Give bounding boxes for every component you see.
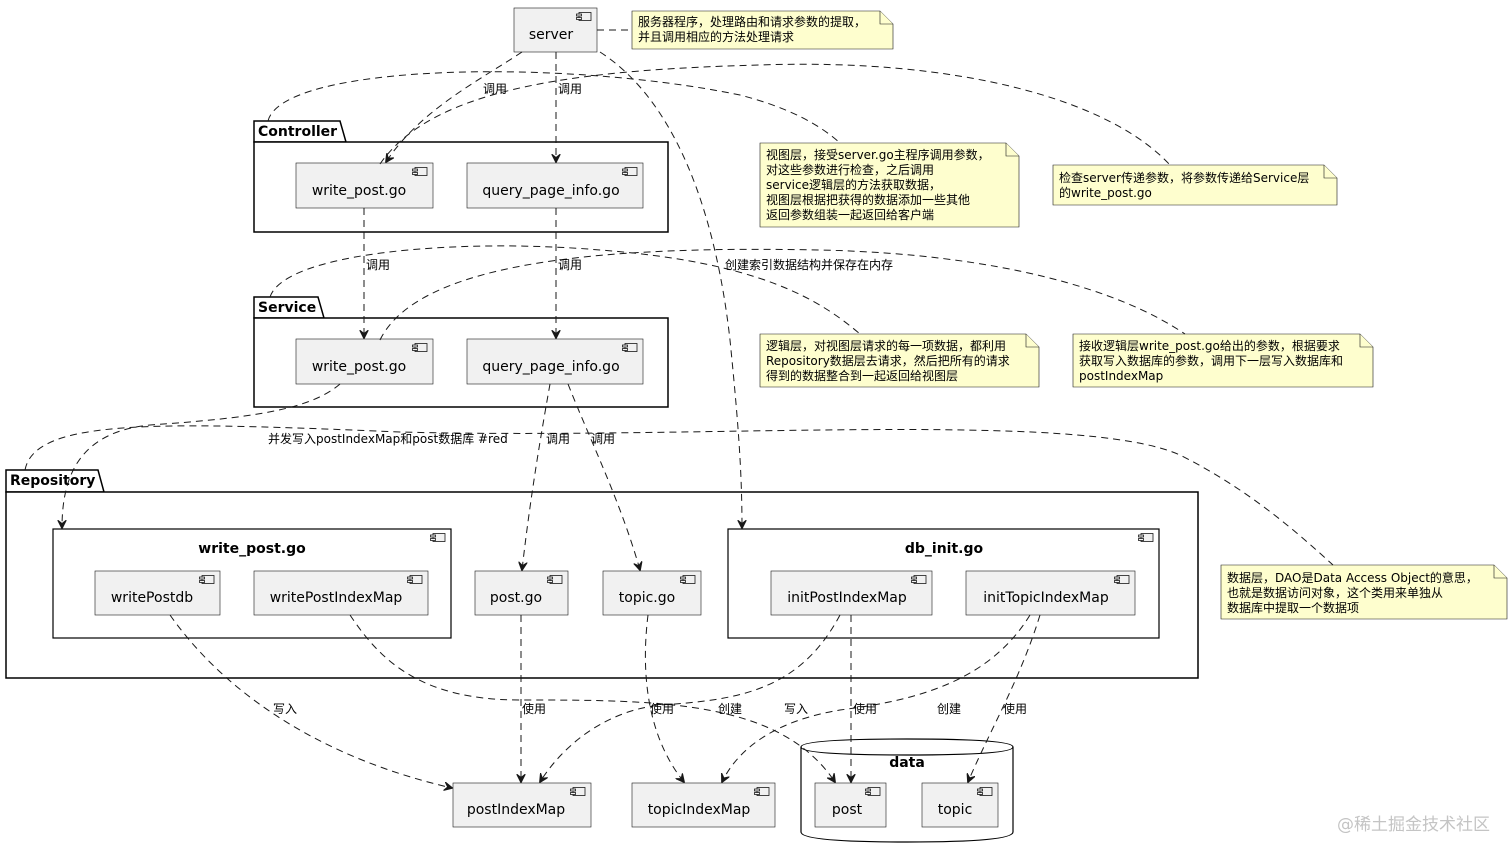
component-topic-index-map: topicIndexMap	[631, 782, 776, 828]
edge-topicgo-to-topicindexmap	[644, 614, 684, 782]
component-write-postdb: writePostdb	[94, 570, 221, 616]
component-svc-query-page-info: query_page_info.go	[466, 338, 644, 385]
note-service: 逻辑层，对视图层请求的每一项数据，都利用 Repository数据层去请求，然后…	[759, 333, 1040, 388]
package-controller-title: Controller	[258, 124, 337, 140]
edge-label-writepostindexmap-to-post: 写入	[784, 702, 808, 716]
component-post-go: post.go	[474, 570, 569, 616]
note-service-write: 接收逻辑层write_post.go给出的参数，根据要求 获取写入数据库的参数，…	[1072, 333, 1374, 388]
component-init-post-index-map: initPostIndexMap	[770, 570, 933, 616]
edge-label-initpost-to-post: 使用	[853, 701, 877, 716]
component-post-index-map: postIndexMap	[452, 782, 592, 828]
component-write-post-index-map: writePostIndexMap	[253, 570, 429, 616]
component-topic-go-label: topic.go	[619, 590, 675, 606]
component-repo-write-post-label: write_post.go	[198, 541, 306, 557]
component-post-index-map-label: postIndexMap	[467, 802, 565, 818]
component-svc-write-post-label: write_post.go	[312, 359, 406, 375]
component-post-label: post	[832, 802, 863, 818]
component-ctrl-query-page-info: query_page_info.go	[466, 162, 644, 209]
edge-label-postgo-to-postindexmap: 使用	[522, 701, 546, 716]
edge-server-to-db-init	[599, 51, 742, 528]
component-post: post	[814, 782, 887, 828]
component-server-label: server	[529, 27, 574, 43]
note-service-text: 逻辑层，对视图层请求的每一项数据，都利用 Repository数据层去请求，然后…	[766, 338, 1014, 383]
component-topic-go: topic.go	[602, 570, 702, 616]
edge-label-inittopic-to-topic: 使用	[1003, 701, 1027, 716]
watermark: @稀土掘金技术社区	[1337, 815, 1490, 835]
package-repository-title: Repository	[10, 473, 95, 489]
edge-inittopic-to-topic	[968, 614, 1041, 782]
note-server-text: 服务器程序，处理路由和请求参数的提取， 并且调用相应的方法处理请求	[638, 14, 870, 44]
edge-label-ctrl-to-svc-query: 调用	[558, 258, 582, 272]
component-ctrl-write-post: write_post.go	[295, 162, 434, 209]
note-link-repository	[24, 425, 1334, 566]
component-svc-query-page-info-label: query_page_info.go	[482, 359, 619, 375]
note-link-service-write	[379, 248, 1186, 341]
edge-label-writepostdb-to-postindexmap: 写入	[273, 702, 297, 716]
component-svc-write-post: write_post.go	[295, 338, 434, 385]
component-write-post-index-map-label: writePostIndexMap	[270, 590, 403, 606]
component-init-topic-index-map: initTopicIndexMap	[965, 570, 1136, 616]
note-controller-write-text: 检查server传递参数，将参数传递给Service层 的write_post.…	[1059, 170, 1313, 200]
edge-initpost-to-postindexmap	[540, 614, 841, 782]
edge-svc-query-to-post-go	[522, 383, 551, 570]
edge-label-svc-write-to-repo: 并发写入postIndexMap和post数据库 #red	[268, 431, 508, 446]
edge-inittopic-to-topicindexmap	[722, 614, 1031, 782]
component-init-post-index-map-label: initPostIndexMap	[787, 590, 907, 606]
note-controller: 视图层，接受server.go主程序调用参数， 对这些参数进行检查，之后调用 s…	[759, 142, 1020, 228]
edge-writepostdb-to-postindexmap	[169, 614, 452, 788]
component-write-postdb-label: writePostdb	[111, 590, 193, 606]
edge-label-inittopic-to-topicindexmap: 创建	[937, 702, 961, 716]
note-repository: 数据层，DAO是Data Access Object的意思， 也就是数据访问对象…	[1220, 564, 1508, 620]
note-link-controller	[267, 71, 841, 144]
component-ctrl-write-post-label: write_post.go	[312, 183, 406, 199]
component-topic: topic	[921, 782, 999, 828]
component-ctrl-query-page-info-label: query_page_info.go	[482, 183, 619, 199]
edge-server-to-ctrl-write	[386, 51, 523, 162]
edge-svc-write-to-repo-write	[62, 383, 341, 528]
note-service-write-text: 接收逻辑层write_post.go给出的参数，根据要求 获取写入数据库的参数，…	[1079, 338, 1347, 383]
edge-label-server-to-ctrl-write: 调用	[483, 82, 507, 96]
edge-label-topicgo-to-topicindexmap: 使用	[650, 701, 674, 716]
note-server: 服务器程序，处理路由和请求参数的提取， 并且调用相应的方法处理请求	[631, 10, 894, 50]
database-data-title: data	[889, 755, 925, 771]
edge-svc-query-to-topic-go	[567, 383, 640, 570]
component-topic-label: topic	[938, 802, 973, 818]
note-repository-text: 数据层，DAO是Data Access Object的意思， 也就是数据访问对象…	[1227, 570, 1482, 615]
component-server: server	[513, 7, 598, 53]
component-topic-index-map-label: topicIndexMap	[648, 802, 751, 818]
edge-label-ctrl-to-svc-write: 调用	[366, 258, 390, 272]
edge-label-initpost-to-postindexmap: 创建	[718, 702, 742, 716]
component-init-topic-index-map-label: initTopicIndexMap	[983, 590, 1109, 606]
edge-label-svc-query-to-post: 调用	[546, 432, 570, 446]
edge-label-server-to-ctrl-query: 调用	[558, 82, 582, 96]
component-db-init-label: db_init.go	[905, 541, 984, 557]
edge-label-svc-query-to-topic: 调用	[591, 432, 615, 446]
package-service-title: Service	[258, 300, 316, 316]
note-controller-write: 检查server传递参数，将参数传递给Service层 的write_post.…	[1052, 164, 1338, 206]
component-post-go-label: post.go	[490, 590, 542, 606]
note-link-service	[269, 245, 861, 335]
edge-label-server-to-db-init: 创建索引数据结构并保存在内存	[725, 257, 893, 272]
note-controller-text: 视图层，接受server.go主程序调用参数， 对这些参数进行检查，之后调用 s…	[766, 147, 994, 222]
